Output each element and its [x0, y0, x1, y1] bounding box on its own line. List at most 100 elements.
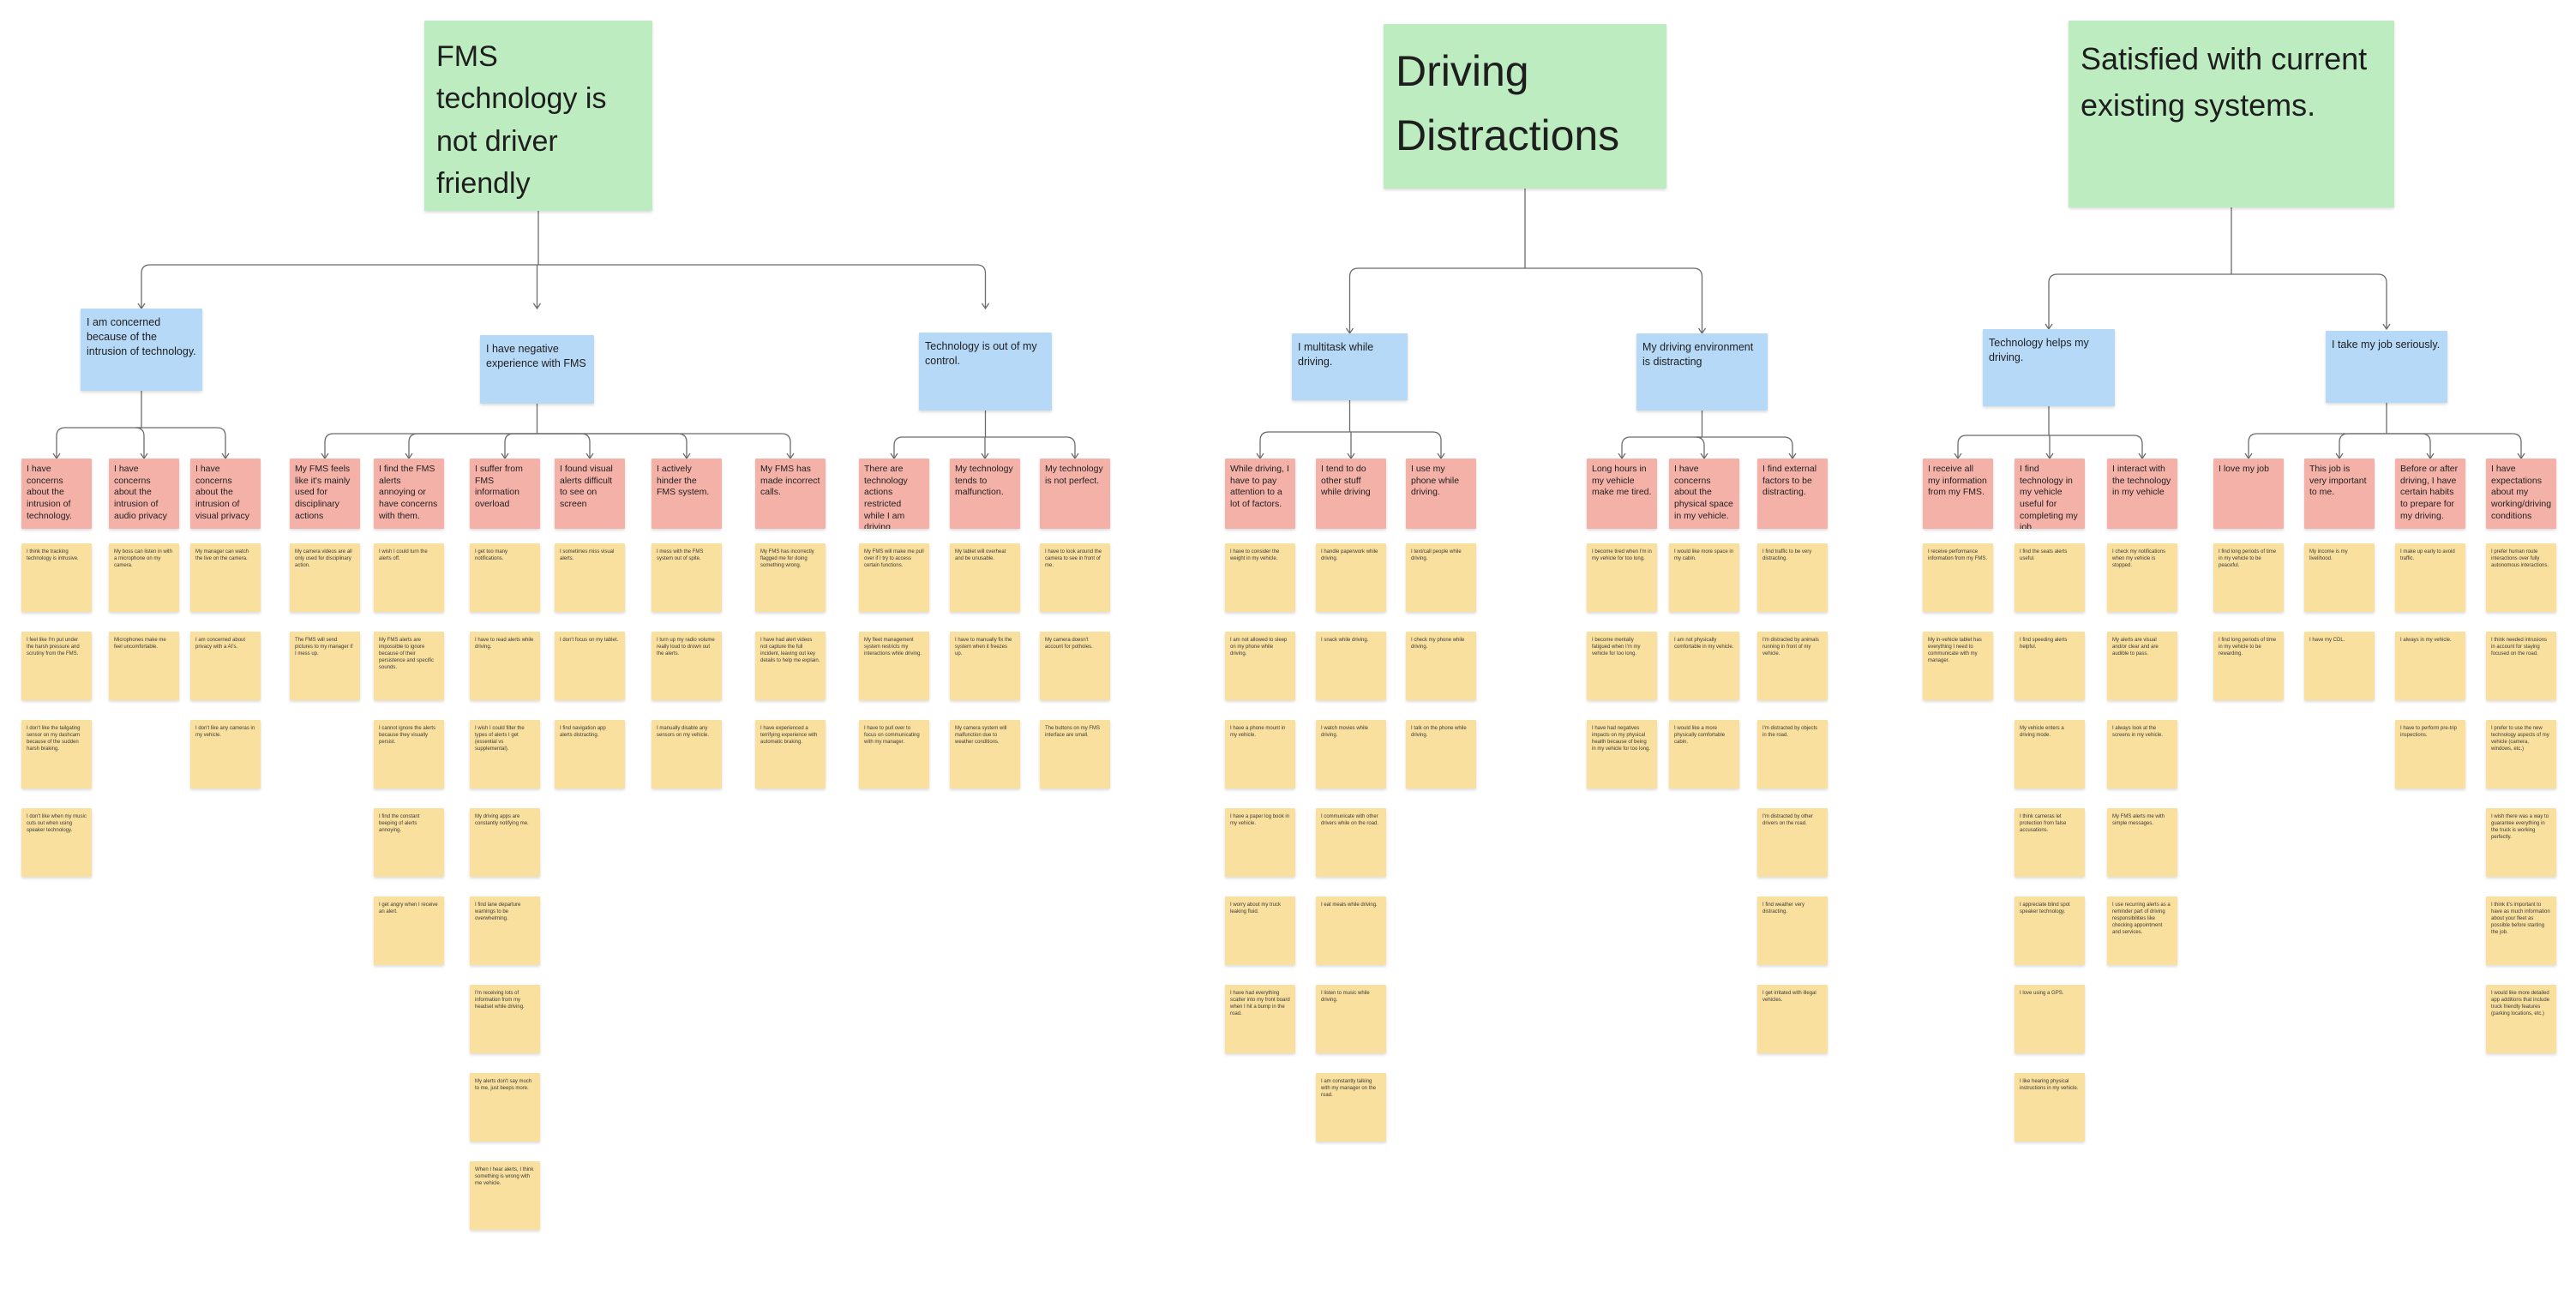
insight-sticky-note[interactable]: The buttons on my FMS interface are smal… — [1040, 720, 1110, 788]
insight-sticky-note[interactable]: I feel like I'm put under the harsh pres… — [21, 632, 92, 700]
cluster-note-0-2-2[interactable]: My technology is not perfect. — [1040, 459, 1110, 529]
group-note-0-1[interactable]: I have negative experience with FMS — [480, 335, 594, 404]
insight-sticky-note[interactable]: I prefer human route interactions over f… — [2486, 543, 2556, 612]
insight-sticky-note[interactable]: I have to read alerts while driving. — [470, 632, 540, 700]
group-note-0-0[interactable]: I am concerned because of the intrusion … — [81, 309, 202, 391]
cluster-note-1-1-2[interactable]: I find external factors to be distractin… — [1757, 459, 1828, 529]
insight-sticky-note[interactable]: I get too many notifications. — [470, 543, 540, 612]
insight-sticky-note[interactable]: I become tired when I'm in my vehicle fo… — [1587, 543, 1657, 612]
cluster-note-1-0-1[interactable]: I tend to do other stuff while driving — [1316, 459, 1386, 529]
insight-sticky-note[interactable]: I don't like the tailgating sensor on my… — [21, 720, 92, 788]
insight-sticky-note[interactable]: I receive performance information from m… — [1923, 543, 1993, 612]
cluster-note-2-0-2[interactable]: I interact with the technology in my veh… — [2107, 459, 2177, 529]
insight-sticky-note[interactable]: I would like more space in my cabin. — [1669, 543, 1739, 612]
cluster-note-0-2-1[interactable]: My technology tends to malfunction. — [950, 459, 1020, 529]
cluster-note-0-0-0[interactable]: I have concerns about the intrusion of t… — [21, 459, 92, 529]
cluster-note-0-1-2[interactable]: I suffer from FMS information overload — [470, 459, 540, 529]
group-note-2-0[interactable]: Technology helps my driving. — [1983, 329, 2115, 406]
insight-sticky-note[interactable]: I am constantly talking with my manager … — [1316, 1073, 1386, 1142]
cluster-note-0-0-1[interactable]: I have concerns about the intrusion of a… — [109, 459, 179, 529]
insight-sticky-note[interactable]: Microphones make me feel uncomfortable. — [109, 632, 179, 700]
insight-sticky-note[interactable]: I find the seats alerts useful. — [2015, 543, 2085, 612]
cluster-note-1-1-1[interactable]: I have concerns about the physical space… — [1669, 459, 1739, 529]
insight-sticky-note[interactable]: I have had everything scatter into my fr… — [1225, 985, 1295, 1053]
insight-sticky-note[interactable]: I mess with the FMS system out of spite. — [652, 543, 722, 612]
insight-sticky-note[interactable]: I wish there was a way to guarantee ever… — [2486, 808, 2556, 877]
insight-sticky-note[interactable]: I don't like any cameras in my vehicle. — [190, 720, 261, 788]
group-note-2-1[interactable]: I take my job seriously. — [2326, 331, 2447, 403]
insight-sticky-note[interactable]: My income is my livelihood. — [2304, 543, 2375, 612]
insight-sticky-note[interactable]: I'm distracted by other drivers on the r… — [1757, 808, 1828, 877]
insight-sticky-note[interactable]: I have had alert videos not capture the … — [755, 632, 826, 700]
cluster-note-2-0-1[interactable]: I find technology in my vehicle useful f… — [2015, 459, 2085, 529]
insight-sticky-note[interactable]: I get irritated with illegal vehicles. — [1757, 985, 1828, 1053]
cluster-note-2-1-0[interactable]: I love my job — [2213, 459, 2284, 529]
cluster-note-1-0-2[interactable]: I use my phone while driving. — [1406, 459, 1476, 529]
insight-sticky-note[interactable]: I handle paperwork while driving. — [1316, 543, 1386, 612]
theme-note-1[interactable]: Driving Distractions — [1384, 24, 1666, 189]
insight-sticky-note[interactable]: My driving apps are constantly notifying… — [470, 808, 540, 877]
insight-sticky-note[interactable]: My vehicle enters a driving mode. — [2015, 720, 2085, 788]
cluster-note-2-1-3[interactable]: I have expectations about my working/dri… — [2486, 459, 2556, 529]
cluster-note-0-1-4[interactable]: I actively hinder the FMS system. — [652, 459, 722, 529]
insight-sticky-note[interactable]: I snack while driving. — [1316, 632, 1386, 700]
insight-sticky-note[interactable]: I'm receiving lots of information from m… — [470, 985, 540, 1053]
insight-sticky-note[interactable]: I eat meals while driving. — [1316, 896, 1386, 965]
insight-sticky-note[interactable]: I prefer to use the new technology aspec… — [2486, 720, 2556, 788]
cluster-note-0-1-1[interactable]: I find the FMS alerts annoying or have c… — [374, 459, 444, 529]
cluster-note-2-1-2[interactable]: Before or after driving, I have certain … — [2395, 459, 2465, 529]
theme-note-2[interactable]: Satisfied with current existing systems. — [2069, 21, 2394, 207]
insight-sticky-note[interactable]: My camera videos are all only used for d… — [290, 543, 360, 612]
insight-sticky-note[interactable]: My fleet management system restricts my … — [859, 632, 929, 700]
insight-sticky-note[interactable]: I text/call people while driving. — [1406, 543, 1476, 612]
insight-sticky-note[interactable]: I find weather very distracting. — [1757, 896, 1828, 965]
insight-sticky-note[interactable]: I become mentally fatigued when I'm my v… — [1587, 632, 1657, 700]
cluster-note-0-1-0[interactable]: My FMS feels like it's mainly used for d… — [290, 459, 360, 529]
insight-sticky-note[interactable]: I have to look around the camera to see … — [1040, 543, 1110, 612]
cluster-note-1-1-0[interactable]: Long hours in my vehicle make me tired. — [1587, 459, 1657, 529]
insight-sticky-note[interactable]: I think cameras let protection from fals… — [2015, 808, 2085, 877]
insight-sticky-note[interactable]: I talk on the phone while driving. — [1406, 720, 1476, 788]
insight-sticky-note[interactable]: My alerts don't say much to me, just bee… — [470, 1073, 540, 1142]
insight-sticky-note[interactable]: I have a phone mount in my vehicle. — [1225, 720, 1295, 788]
insight-sticky-note[interactable]: I like hearing physical instructions in … — [2015, 1073, 2085, 1142]
insight-sticky-note[interactable]: I listen to music while driving. — [1316, 985, 1386, 1053]
cluster-note-1-0-0[interactable]: While driving, I have to pay attention t… — [1225, 459, 1295, 529]
insight-sticky-note[interactable]: I wish I could filter the types of alert… — [470, 720, 540, 788]
insight-sticky-note[interactable]: I have to consider the weight in my vehi… — [1225, 543, 1295, 612]
insight-sticky-note[interactable]: I find navigation app alerts distracting… — [555, 720, 625, 788]
insight-sticky-note[interactable]: My camera system will malfunction due to… — [950, 720, 1020, 788]
insight-sticky-note[interactable]: I have a paper log book in my vehicle. — [1225, 808, 1295, 877]
insight-sticky-note[interactable]: I don't focus on my tablet. — [555, 632, 625, 700]
theme-note-0[interactable]: FMS technology is not driver friendly — [424, 21, 652, 211]
insight-sticky-note[interactable]: I sometimes miss visual alerts. — [555, 543, 625, 612]
cluster-note-0-1-3[interactable]: I found visual alerts difficult to see o… — [555, 459, 625, 529]
insight-sticky-note[interactable]: I'm distracted by objects in the road. — [1757, 720, 1828, 788]
insight-sticky-note[interactable]: I find long periods of time in my vehicl… — [2213, 543, 2284, 612]
insight-sticky-note[interactable]: When I hear alerts, I think something is… — [470, 1161, 540, 1230]
cluster-note-0-1-5[interactable]: My FMS has made incorrect calls. — [755, 459, 826, 529]
insight-sticky-note[interactable]: I turn up my radio volume really loud to… — [652, 632, 722, 700]
insight-sticky-note[interactable]: I'm distracted by animals running in fro… — [1757, 632, 1828, 700]
insight-sticky-note[interactable]: I am concerned about privacy with a AI's… — [190, 632, 261, 700]
insight-sticky-note[interactable]: I watch movies while driving. — [1316, 720, 1386, 788]
insight-sticky-note[interactable]: My camera doesn't account for potholes. — [1040, 632, 1110, 700]
insight-sticky-note[interactable]: I appreciate blind spot speaker technolo… — [2015, 896, 2085, 965]
insight-sticky-note[interactable]: My boss can listen in with a microphone … — [109, 543, 179, 612]
insight-sticky-note[interactable]: I have to pull over to focus on communic… — [859, 720, 929, 788]
insight-sticky-note[interactable]: I make up early to avoid traffic. — [2395, 543, 2465, 612]
insight-sticky-note[interactable]: I wish I could turn the alerts off. — [374, 543, 444, 612]
cluster-note-0-2-0[interactable]: There are technology actions restricted … — [859, 459, 929, 529]
insight-sticky-note[interactable]: I always in my vehicle. — [2395, 632, 2465, 700]
insight-sticky-note[interactable]: I am not allowed to sleep on my phone wh… — [1225, 632, 1295, 700]
group-note-1-0[interactable]: I multitask while driving. — [1292, 333, 1408, 400]
cluster-note-0-0-2[interactable]: I have concerns about the intrusion of v… — [190, 459, 261, 529]
insight-sticky-note[interactable]: I cannot ignore the alerts because they … — [374, 720, 444, 788]
insight-sticky-note[interactable]: My in-vehicle tablet has everything I ne… — [1923, 632, 1993, 700]
insight-sticky-note[interactable]: I think the tracking technology is intru… — [21, 543, 92, 612]
insight-sticky-note[interactable]: I have my CDL. — [2304, 632, 2375, 700]
group-note-1-1[interactable]: My driving environment is distracting — [1636, 333, 1768, 411]
insight-sticky-note[interactable]: I think needed intrusions in account for… — [2486, 632, 2556, 700]
insight-sticky-note[interactable]: I would like more detailed app additions… — [2486, 985, 2556, 1053]
insight-sticky-note[interactable]: I manually disable any sensors on my veh… — [652, 720, 722, 788]
